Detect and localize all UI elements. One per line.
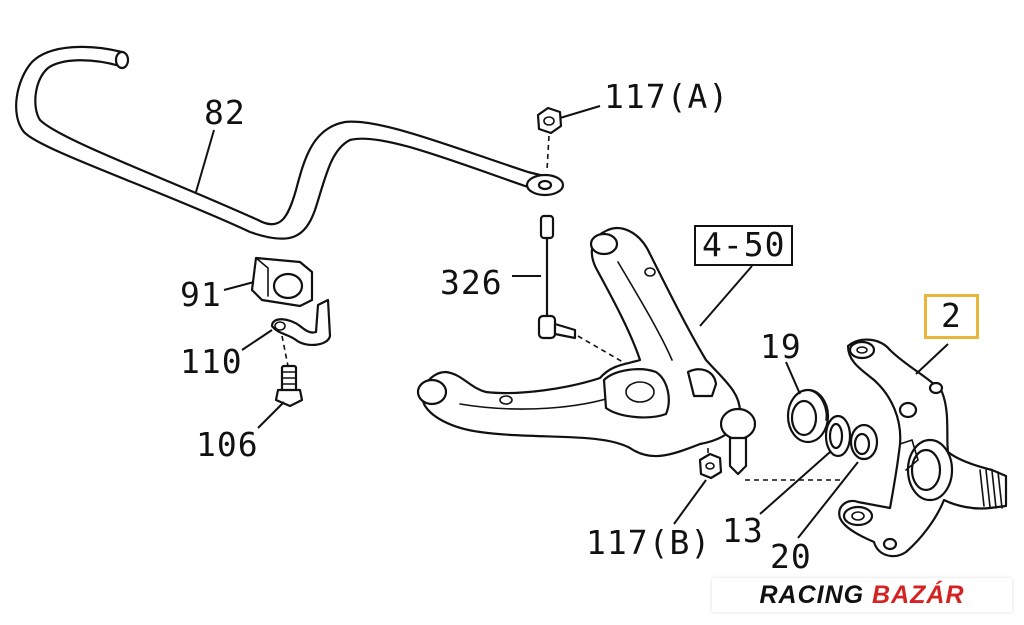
brand-word-bazar: BAZÁR [872,581,965,609]
brand-word-racing: RACING [759,581,865,609]
bolt-106 [274,364,304,408]
dust-seal-19 [786,388,830,444]
lower-control-arm [416,227,840,481]
nut-117a [536,106,563,171]
label-82: 82 [204,93,246,132]
leader-lines [195,105,949,539]
stabilizer-bar [15,45,565,240]
label-326: 326 [440,263,503,302]
steering-knuckle [838,338,1008,558]
label-91: 91 [180,275,222,314]
brand-watermark: RACING BAZÁR [712,578,1012,612]
ring-13 [824,414,852,458]
label-106: 106 [196,425,259,464]
label-2: 2 [924,294,979,339]
bushing-20 [849,423,879,461]
bushing-91 [250,256,314,308]
label-4-50: 4-50 [694,225,794,266]
nut-117b [698,452,723,480]
stabilizer-link [537,214,641,373]
label-117a: 117(A) [604,77,730,116]
bracket-110 [270,298,332,367]
label-20: 20 [770,537,812,576]
label-19: 19 [760,327,802,366]
label-117b: 117(B) [586,523,712,562]
label-110: 110 [180,342,243,381]
label-13: 13 [722,511,764,550]
